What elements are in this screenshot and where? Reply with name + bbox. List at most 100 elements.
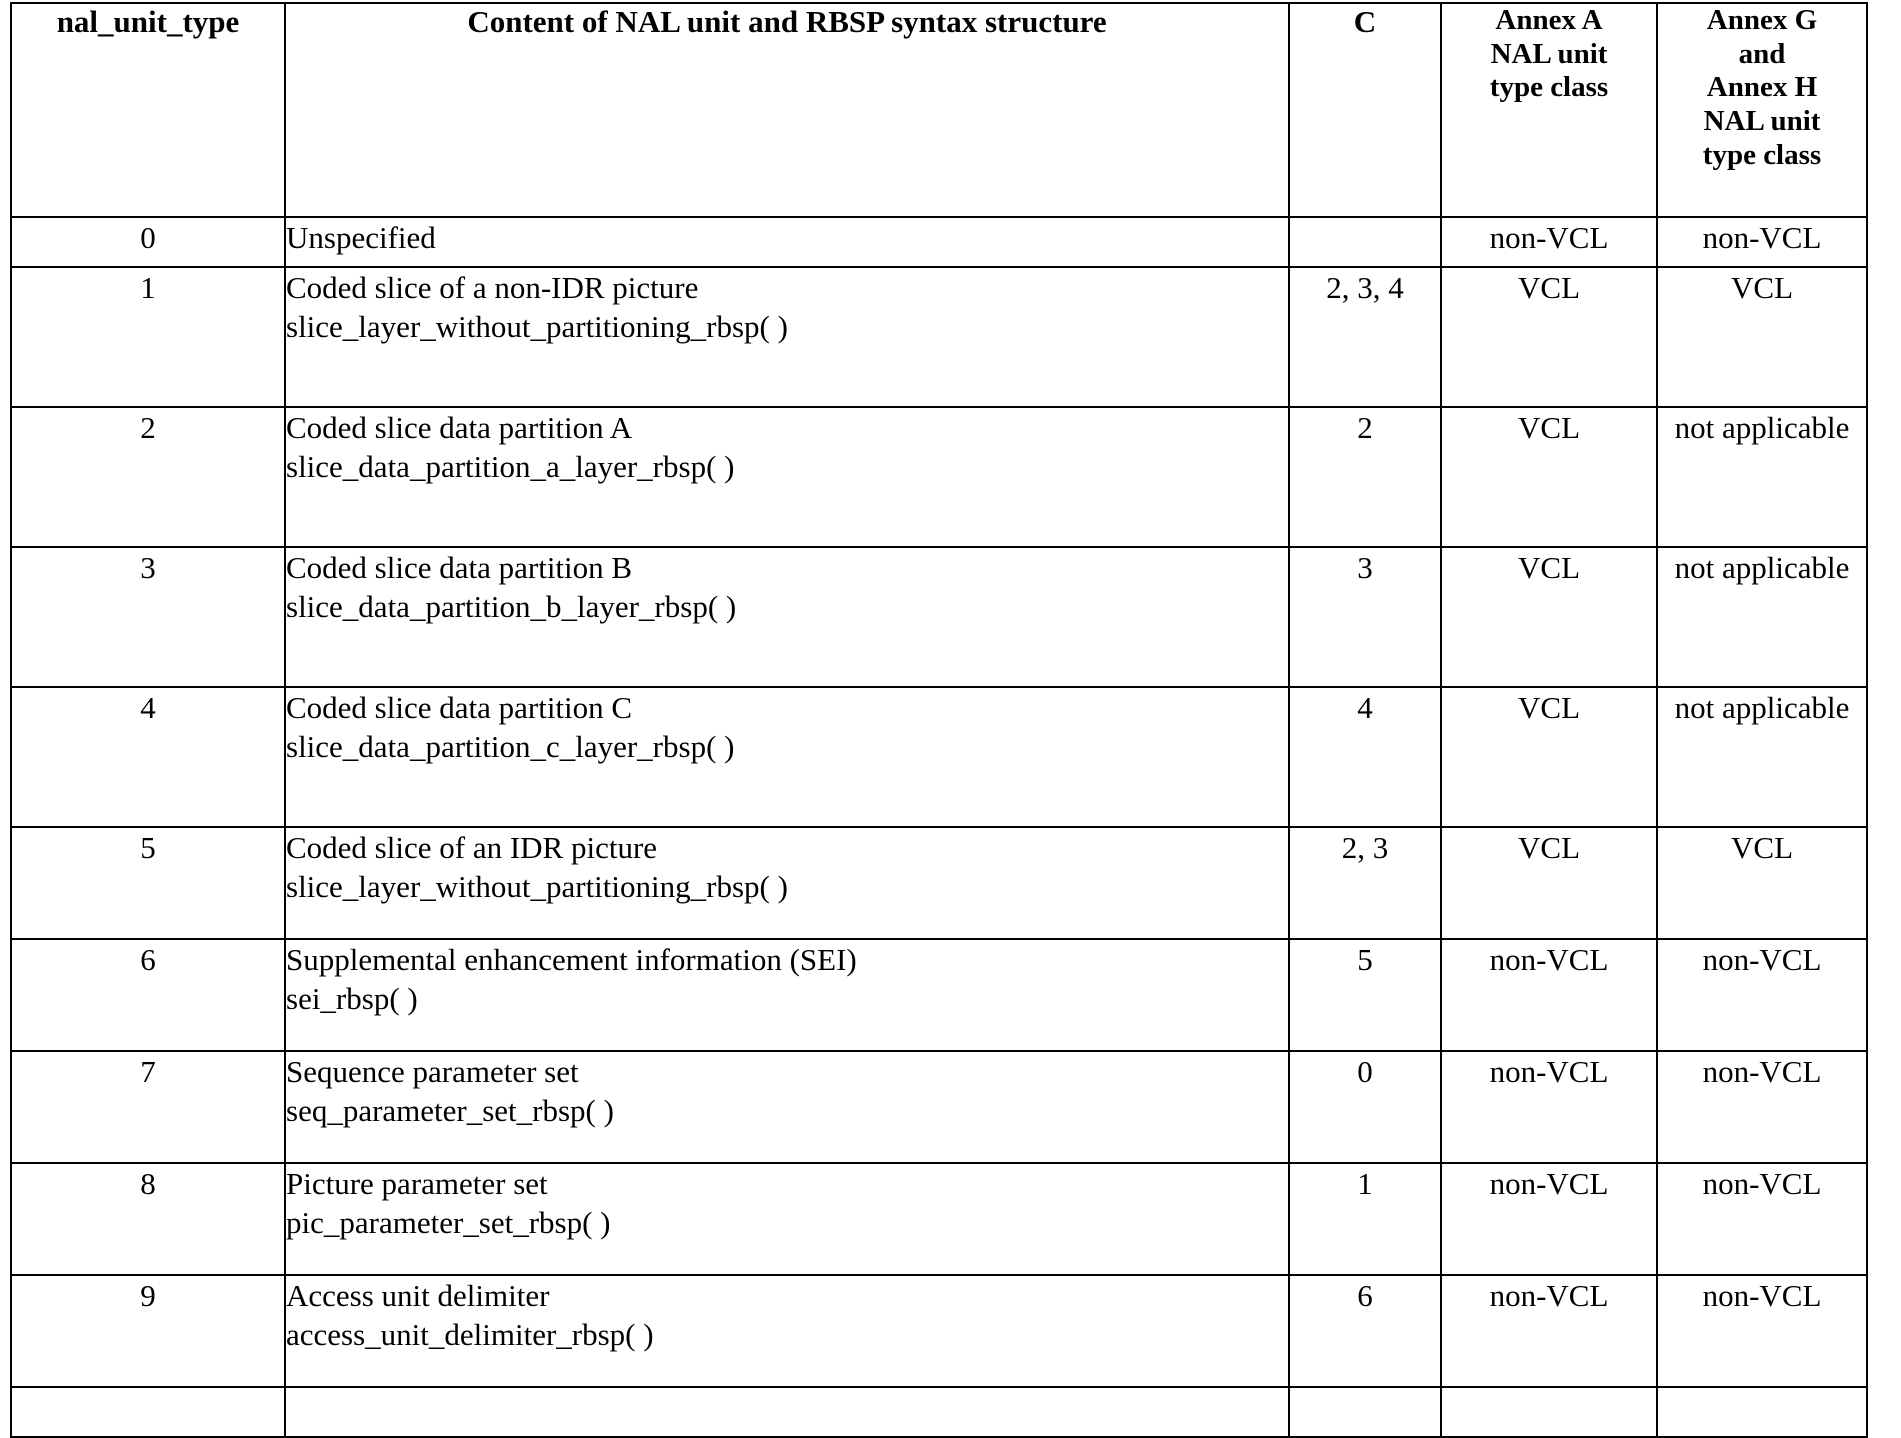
cell-category-c: 5 (1288, 938, 1442, 1052)
cell-category-c (1288, 1386, 1442, 1438)
cell-annex-a-class: non-VCL (1440, 1050, 1658, 1164)
content-description: Coded slice of a non-IDR picture (286, 270, 699, 305)
annex-a-line-2: NAL unit (1490, 37, 1608, 70)
cell-content: Access unit delimiter access_unit_delimit… (284, 1274, 1290, 1388)
cell-annex-a-class: non-VCL (1440, 1162, 1658, 1276)
cell-content (284, 1386, 1290, 1438)
nal-unit-type-table: nal_unit_type Content of NAL unit and RB… (10, 2, 1868, 1438)
cell-annex-gh-class: non-VCL (1656, 216, 1868, 268)
cell-content: Coded slice data partition B slice_data_p… (284, 546, 1290, 688)
cell-nal-unit-type: 6 (10, 938, 286, 1052)
content-description: Coded slice data partition B (286, 550, 633, 585)
cell-annex-a-class: VCL (1440, 826, 1658, 940)
content-description: Sequence parameter set (286, 1054, 579, 1089)
cell-category-c: 1 (1288, 1162, 1442, 1276)
content-syntax-structure: slice_layer_without_partitioning_rbsp( ) (286, 869, 788, 905)
content-description: Picture parameter set (286, 1166, 548, 1201)
cell-category-c: 2, 3, 4 (1288, 266, 1442, 408)
table-header-row: nal_unit_type Content of NAL unit and RB… (10, 2, 1868, 218)
cell-category-c: 4 (1288, 686, 1442, 828)
cell-annex-a-class: non-VCL (1440, 216, 1658, 268)
cell-annex-a-class: VCL (1440, 546, 1658, 688)
cell-annex-gh-class: not applicable (1656, 546, 1868, 688)
cell-annex-gh-class: non-VCL (1656, 938, 1868, 1052)
cell-category-c: 3 (1288, 546, 1442, 688)
content-syntax-structure: slice_layer_without_partitioning_rbsp( ) (286, 309, 788, 345)
content-syntax-structure: slice_data_partition_a_layer_rbsp( ) (286, 449, 735, 485)
column-header-nal-unit-type: nal_unit_type (10, 2, 286, 218)
annex-gh-line-1: Annex G (1706, 4, 1818, 36)
document-page: nal_unit_type Content of NAL unit and RB… (10, 2, 1868, 1438)
cell-nal-unit-type: 1 (10, 266, 286, 408)
cell-annex-gh-class: not applicable (1656, 406, 1868, 548)
cell-content: Unspecified (284, 216, 1290, 268)
content-syntax-structure: seq_parameter_set_rbsp( ) (286, 1093, 614, 1129)
cell-content: Sequence parameter set seq_parameter_set_… (284, 1050, 1290, 1164)
content-syntax-structure: slice_data_partition_b_layer_rbsp( ) (286, 589, 737, 625)
cell-annex-a-class: VCL (1440, 686, 1658, 828)
annex-gh-line-5: type class (1702, 138, 1822, 171)
table-header: nal_unit_type Content of NAL unit and RB… (10, 2, 1868, 218)
cell-category-c: 2 (1288, 406, 1442, 548)
content-description: Access unit delimiter (286, 1278, 550, 1313)
cell-annex-gh-class: VCL (1656, 266, 1868, 408)
cell-category-c: 2, 3 (1288, 826, 1442, 940)
cell-nal-unit-type: 5 (10, 826, 286, 940)
cell-nal-unit-type: 8 (10, 1162, 286, 1276)
cell-annex-gh-class: non-VCL (1656, 1050, 1868, 1164)
content-description: Coded slice data partition C (286, 690, 633, 725)
content-description: Unspecified (286, 220, 436, 255)
cell-annex-a-class: non-VCL (1440, 1274, 1658, 1388)
content-syntax-structure: sei_rbsp( ) (286, 981, 418, 1017)
column-header-annex-g-h: Annex G and Annex H NAL unit type class (1656, 2, 1868, 218)
cell-nal-unit-type: 2 (10, 406, 286, 548)
content-syntax-structure: pic_parameter_set_rbsp( ) (286, 1205, 611, 1241)
cell-annex-a-class: VCL (1440, 266, 1658, 408)
cell-content: Coded slice data partition C slice_data_p… (284, 686, 1290, 828)
cell-annex-gh-class: non-VCL (1656, 1274, 1868, 1388)
cell-category-c: 6 (1288, 1274, 1442, 1388)
cell-annex-a-class (1440, 1386, 1658, 1438)
cell-annex-gh-class (1656, 1386, 1868, 1438)
cell-annex-gh-class: not applicable (1656, 686, 1868, 828)
annex-a-line-1: Annex A (1495, 4, 1603, 36)
column-header-annex-a: Annex A NAL unit type class (1440, 2, 1658, 218)
annex-a-line-3: type class (1489, 71, 1609, 104)
cell-annex-gh-class: non-VCL (1656, 1162, 1868, 1276)
cell-content: Coded slice of an IDR picture slice_layer… (284, 826, 1290, 940)
annex-gh-line-4: NAL unit (1703, 104, 1821, 137)
cell-nal-unit-type: 3 (10, 546, 286, 688)
cell-content: Coded slice of a non-IDR picture slice_la… (284, 266, 1290, 408)
cell-category-c: 0 (1288, 1050, 1442, 1164)
cell-nal-unit-type (10, 1386, 286, 1438)
cell-nal-unit-type: 9 (10, 1274, 286, 1388)
cell-annex-gh-class: VCL (1656, 826, 1868, 940)
cell-content: Picture parameter set pic_parameter_set_r… (284, 1162, 1290, 1276)
content-description: Coded slice of an IDR picture (286, 830, 658, 865)
content-syntax-structure: access_unit_delimiter_rbsp( ) (286, 1317, 654, 1353)
cell-annex-a-class: non-VCL (1440, 938, 1658, 1052)
content-description: Coded slice data partition A (286, 410, 633, 445)
cell-annex-a-class: VCL (1440, 406, 1658, 548)
cell-content: Coded slice data partition A slice_data_p… (284, 406, 1290, 548)
content-syntax-structure: slice_data_partition_c_layer_rbsp( ) (286, 729, 735, 765)
column-header-content: Content of NAL unit and RBSP syntax stru… (284, 2, 1290, 218)
cell-nal-unit-type: 7 (10, 1050, 286, 1164)
cell-nal-unit-type: 4 (10, 686, 286, 828)
annex-gh-line-2: and (1738, 37, 1786, 70)
column-header-c: C (1288, 2, 1442, 218)
table-row (10, 1386, 1868, 1438)
cell-content: Supplemental enhancement information (SE… (284, 938, 1290, 1052)
annex-gh-line-3: Annex H (1706, 71, 1818, 104)
